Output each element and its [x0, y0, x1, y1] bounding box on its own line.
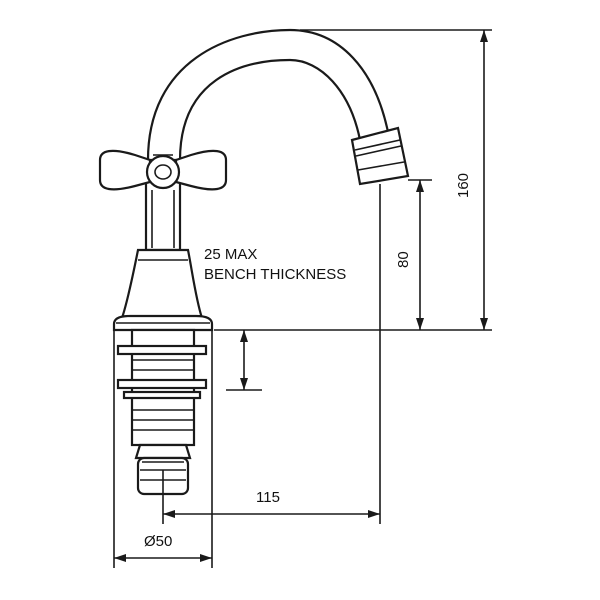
dimension-bench-thickness: [226, 330, 262, 391]
spout: [146, 28, 410, 186]
bench-thickness-label-line2: BENCH THICKNESS: [204, 266, 346, 283]
spout-outlet: [350, 126, 410, 186]
dimension-total-height: [300, 29, 492, 330]
dimension-diameter: [113, 330, 213, 568]
tap-body: [120, 168, 204, 320]
dimension-reach: [162, 184, 381, 524]
dimension-spout-height: [408, 179, 432, 330]
shank-assembly: [116, 328, 208, 496]
dimension-diameter-label: Ø50: [144, 533, 172, 550]
dimension-reach-label: 115: [256, 489, 280, 506]
cross-handle: [98, 149, 228, 191]
base-flange: [112, 314, 214, 332]
bench-thickness-label-line1: 25 MAX: [204, 246, 257, 263]
dimension-total-height-label: 160: [455, 173, 472, 198]
dimension-spout-height-label: 80: [395, 251, 412, 268]
